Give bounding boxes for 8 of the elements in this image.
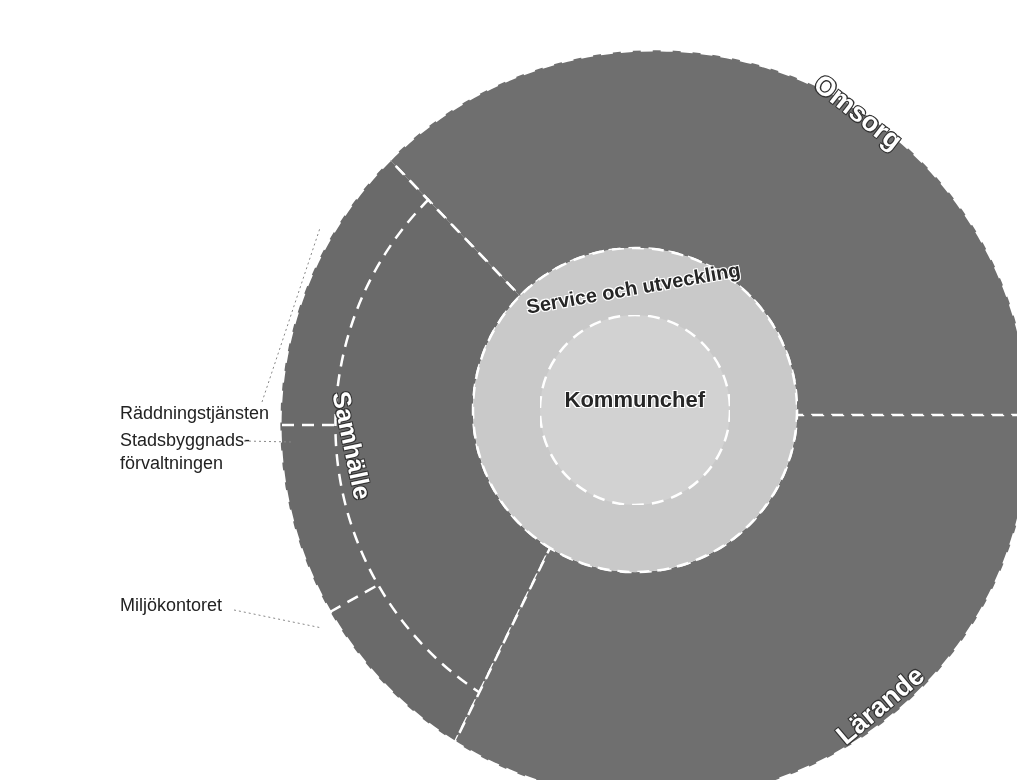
leader-line <box>261 227 321 403</box>
sector-title: Service och utveckling <box>524 257 742 319</box>
unit-label: Stadsbyggnads- förvaltningen <box>120 429 270 476</box>
unit-label: Miljökontoret <box>120 594 250 618</box>
sector-title: Kommunchef <box>564 387 706 413</box>
unit-label: Räddningstjänsten <box>120 402 270 426</box>
sector-title: Samhälle <box>326 388 378 502</box>
leader-line <box>243 440 293 443</box>
